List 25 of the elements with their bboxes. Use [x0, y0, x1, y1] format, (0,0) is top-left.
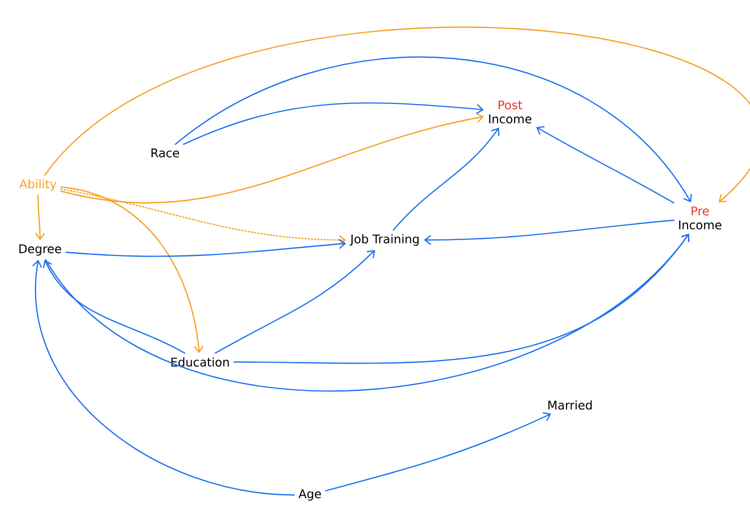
arrow: [32, 260, 295, 496]
arrow: [214, 250, 376, 354]
arrow: [45, 234, 690, 391]
arrow: [60, 188, 346, 245]
arrow: [392, 128, 500, 231]
arrow: [44, 26, 750, 202]
arrow: [42, 260, 186, 354]
variable-label: Degree: [19, 244, 62, 256]
variable-label: Age: [298, 489, 321, 501]
variable-label: Ability: [19, 179, 56, 191]
variable-label: Race: [152, 148, 180, 158]
arrow: [182, 102, 484, 145]
arrow: [60, 186, 204, 354]
arrow: [325, 412, 552, 492]
arrow: [174, 56, 692, 202]
arrow: [35, 194, 45, 240]
variable-label: Post Income: [489, 100, 532, 124]
arrow: [60, 112, 484, 204]
variable-label: Married: [548, 400, 592, 410]
arrow: [536, 126, 674, 204]
variable-label: Pre Income: [679, 206, 722, 230]
arrow: [65, 239, 346, 257]
variable-label: Job Training: [350, 234, 419, 246]
variable-label: Education: [171, 357, 229, 367]
arrow: [424, 220, 674, 245]
